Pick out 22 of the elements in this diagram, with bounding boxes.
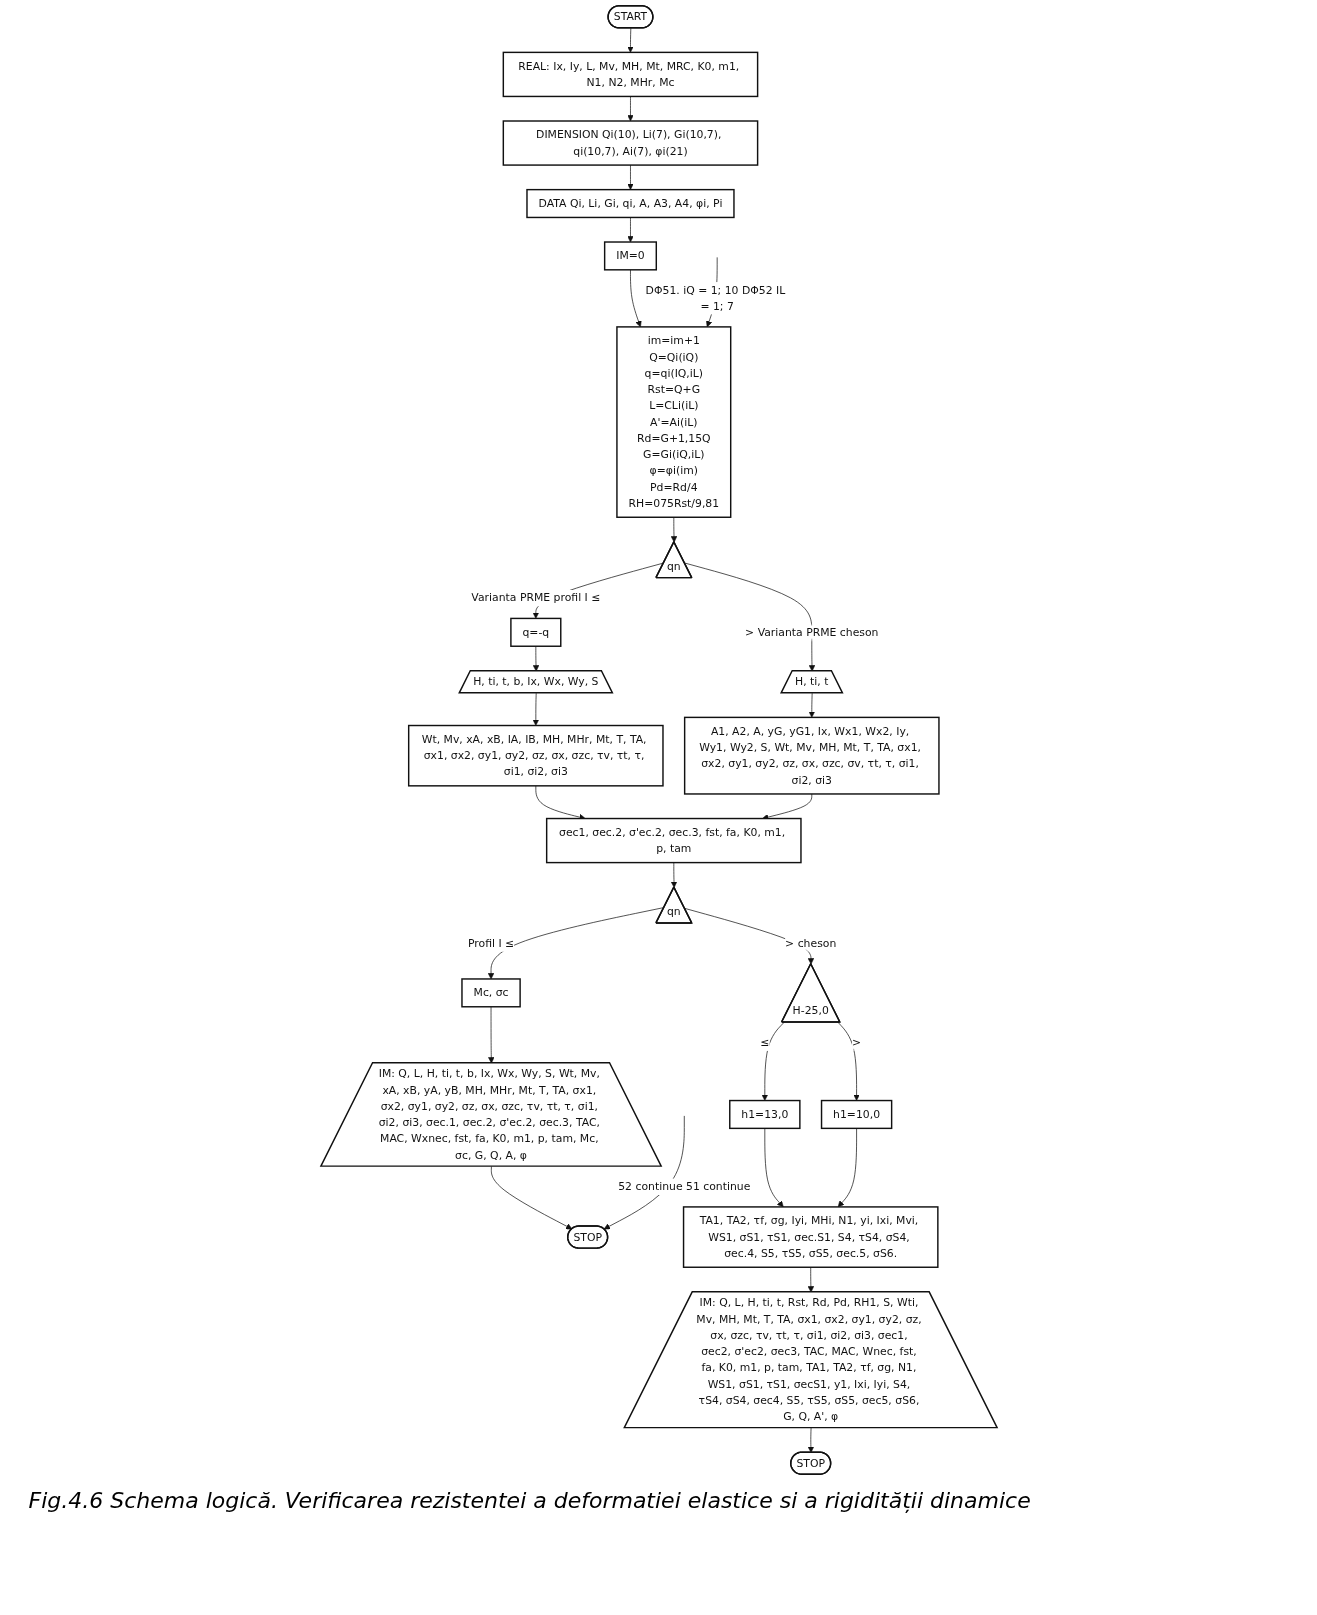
edge-label: > bbox=[851, 1035, 861, 1049]
edge-label: 52 continue 51 continue bbox=[617, 1179, 750, 1193]
node-box: σec1, σec.2, σ'ec.2, σec.3, fst, fa, K0, m1, p, tam bbox=[545, 817, 802, 864]
node-box: TA1, TA2, τf, σg, Iyi, MHi, N1, yi, Ixi, Mvi, WS1, σS1, τS1, σec.S1, S4, τS4, σS4, σec.4, S5, τS5, σS5, σec.5, σS6. bbox=[682, 1206, 939, 1268]
node-box: Wt, Mv, xA, xB, IA, IB, MH, MHr, Mt, T, TA, σx1, σx2, σy1, σy2, σz, σx, σzc, τv, τt, τ, σi1, σi2, σi3 bbox=[407, 724, 664, 787]
node-box: REAL: Ix, Iy, L, Mv, MH, Mt, MRC, K0, m1, N1, N2, MHr, Mc bbox=[502, 51, 758, 98]
edge-label: Profil I ≤ bbox=[467, 936, 514, 950]
edge-label: Varianta PRME profil I ≤ bbox=[470, 591, 600, 605]
figure-caption: Fig.4.6 Schema logică. Verificarea rezistentei a deformatiei elastice si a rigidității dinamice bbox=[27, 1487, 1032, 1515]
edge-label: ≤ bbox=[759, 1035, 769, 1049]
edge-label: > cheson bbox=[784, 936, 836, 950]
node-box: h1=13,0 bbox=[728, 1099, 801, 1130]
edge-label: DΦ51. iQ = 1; 10 DΦ52 IL = 1; 7 bbox=[645, 283, 785, 313]
node-box: Mc, σc bbox=[460, 978, 521, 1008]
node-box: IM=0 bbox=[603, 241, 657, 271]
node-box: A1, A2, A, yG, yG1, Ix, Wx1, Wx2, Iy, Wy1, Wy2, S, Wt, Mv, MH, Mt, T, TA, σx1, σx2, σy1, σy2, σz, σx, σzc, σv, τt, τ, σi1, σi2, σi3 bbox=[683, 716, 940, 795]
edge-label: > Varianta PRME cheson bbox=[744, 625, 878, 639]
node-box: DATA Qi, Li, Gi, qi, A, A3, A4, φi, Pi bbox=[525, 188, 735, 219]
node-box: DIMENSION Qi(10), Li(7), Gi(10,7), qi(10,7), Ai(7), φi(21) bbox=[502, 120, 758, 166]
node-box: h1=10,0 bbox=[820, 1099, 892, 1130]
node-box: im=im+1 Q=Qi(iQ) q=qi(IQ,iL) Rst=Q+G L=CLi(iL) A'=Ai(iL) Rd=G+1,15Q G=Gi(iQ,iL) φ=φi(im) Pd=Rd/4 RH=075Rst/9,81 bbox=[615, 326, 731, 518]
node-box: q=-q bbox=[509, 617, 561, 647]
